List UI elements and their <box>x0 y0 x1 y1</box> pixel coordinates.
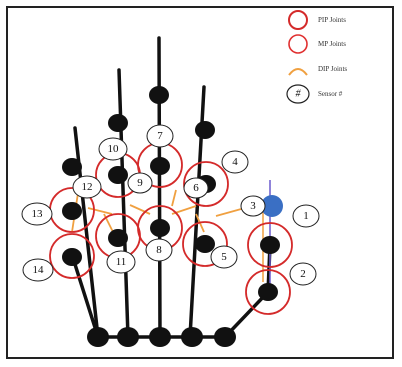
sensor-labels: 1 2 3 4 5 6 7 8 <box>21 124 320 286</box>
sensor-8: 8 <box>145 238 173 262</box>
middle-pip-joint <box>150 157 170 175</box>
legend-sensor-label: Sensor # <box>318 90 343 98</box>
sensor-9-number: 9 <box>137 177 143 189</box>
base-joint-4 <box>181 327 203 347</box>
index-pip-ring <box>183 161 229 207</box>
ring-pip-joint <box>108 166 128 184</box>
legend-mp-label: MP Joints <box>318 40 346 48</box>
base-joint-1 <box>87 327 109 347</box>
arrow-12-13 <box>87 207 113 215</box>
sensor-5: 5 <box>210 245 238 269</box>
legend-mp-ring-icon <box>288 34 308 54</box>
pinky-mp-joint <box>62 248 82 266</box>
sensor-13: 13 <box>21 202 53 226</box>
base-joint-5 <box>214 327 236 347</box>
sensor-7: 7 <box>146 124 174 148</box>
sensor-3-number: 3 <box>250 200 256 212</box>
bones <box>71 36 272 339</box>
index-mp-ring <box>182 221 228 267</box>
legend-sensor-icon <box>286 84 310 104</box>
base-joint-2 <box>117 327 139 347</box>
ring-finger-bone <box>117 68 130 339</box>
base-joint-3 <box>149 327 171 347</box>
sensor-11: 11 <box>106 250 136 274</box>
thumb-ip-joint <box>260 236 280 254</box>
ring-tip-joint <box>108 114 128 132</box>
sensor-11-number: 11 <box>116 256 127 268</box>
legend-pip-ring-icon <box>288 10 308 30</box>
sensor-8-number: 8 <box>156 244 162 256</box>
thumb-mp-ring <box>245 269 291 315</box>
sensor-13-number: 13 <box>32 208 44 220</box>
index-tip-joint <box>195 121 215 139</box>
index-mp-joint <box>195 235 215 253</box>
sensor-12: 12 <box>72 175 102 199</box>
legend-sensor-symbol: # <box>296 89 302 100</box>
pinky-tip-joint <box>62 158 82 176</box>
thumb-tip-joint <box>261 195 283 217</box>
middle-mp-joint <box>150 219 170 237</box>
sensor-9: 9 <box>127 172 153 194</box>
sensor-10-number: 10 <box>108 143 120 155</box>
ring-mp-joint <box>108 229 128 247</box>
sensor-10: 10 <box>98 137 128 161</box>
thumb-ip-ring <box>247 222 293 268</box>
sensor-2-number: 2 <box>300 268 306 280</box>
sensor-4: 4 <box>221 150 249 174</box>
sensor-7-number: 7 <box>157 130 163 142</box>
legend: PIP Joints MP Joints DIP Joints # Sensor… <box>286 10 347 104</box>
diagram-frame <box>6 6 394 359</box>
legend-dip-label: DIP Joints <box>318 65 347 73</box>
sensor-6-number: 6 <box>193 182 199 194</box>
sensor-2: 2 <box>289 262 317 286</box>
sensor-12-number: 12 <box>82 181 93 193</box>
sensor-3: 3 <box>240 195 266 217</box>
sensor-6: 6 <box>183 177 209 199</box>
thumb-mp-joint <box>258 283 278 301</box>
legend-dip-arrow-icon <box>288 68 308 76</box>
pinky-mp-bone <box>71 256 100 339</box>
pinky-pip-joint <box>62 202 82 220</box>
sensor-1: 1 <box>292 204 320 228</box>
arrow-9 <box>129 204 151 215</box>
sensor-14-number: 14 <box>33 264 45 276</box>
legend-pip-label: PIP Joints <box>318 16 346 24</box>
sensor-5-number: 5 <box>221 251 227 263</box>
sensor-14: 14 <box>22 258 54 282</box>
joints <box>62 86 280 347</box>
sensor-1-number: 1 <box>303 210 309 222</box>
sensor-4-number: 4 <box>232 156 238 168</box>
arrow-middle-small <box>171 189 177 207</box>
middle-tip-joint <box>149 86 169 104</box>
pinky-mp-ring <box>49 233 95 279</box>
